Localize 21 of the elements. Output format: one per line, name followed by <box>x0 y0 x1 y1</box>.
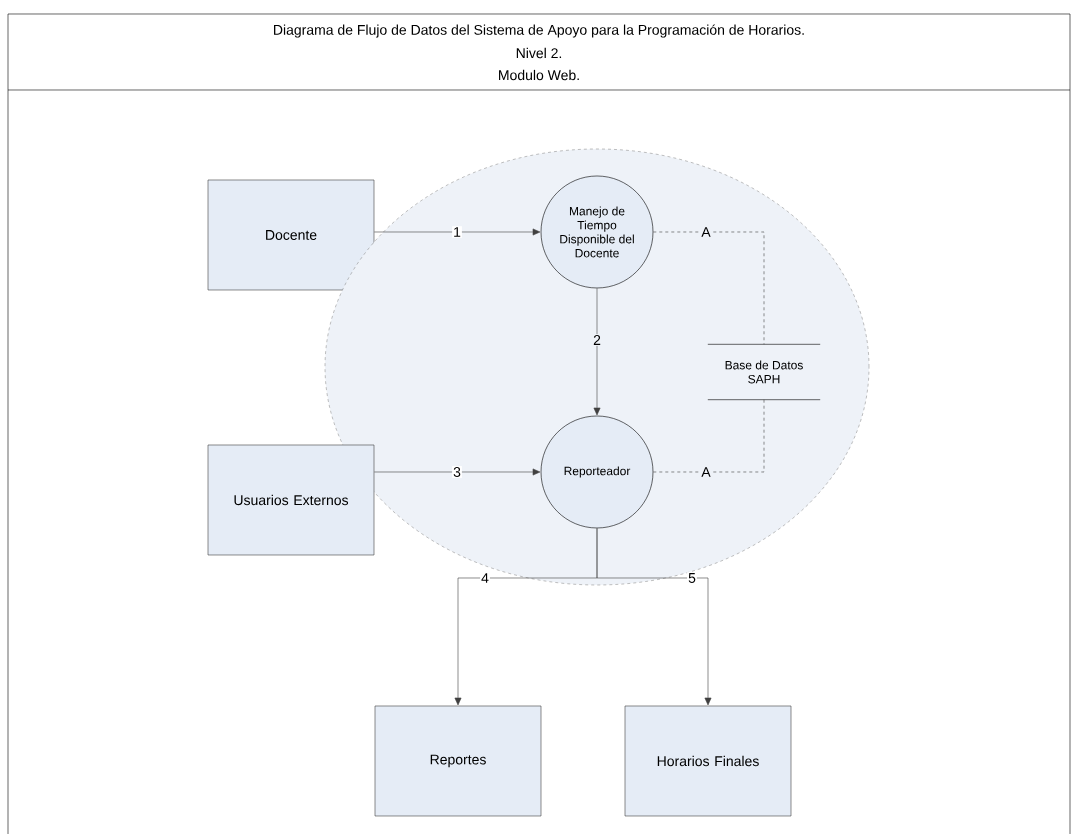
entity-box: Usuarios Externos <box>207 444 375 556</box>
data-flow-line <box>653 231 765 345</box>
entity-box: Horarios Finales <box>624 705 792 817</box>
data-flow-arrow <box>596 528 712 706</box>
edge-label: 5 <box>687 572 697 584</box>
entity-box: Reportes <box>374 705 542 817</box>
edge-label: 1 <box>452 226 462 238</box>
edge-label: 3 <box>452 466 462 478</box>
entity-box: Docente <box>207 179 375 291</box>
edge-label: 2 <box>592 334 602 346</box>
data-flow-arrow <box>374 468 541 476</box>
edge-label: A <box>700 226 712 238</box>
data-flow-line <box>653 399 765 473</box>
title: Diagrama de Flujo de Datos del Sistema de Apoyo para la Programación de Horarios. <box>274 24 804 38</box>
subtitle: Nivel 2. <box>516 47 562 59</box>
data-flow-arrow <box>374 228 541 236</box>
edge-label: 4 <box>480 572 490 584</box>
subtitle: Modulo Web. <box>499 69 579 81</box>
edge-label: A <box>700 466 712 478</box>
data-store: Base de Datos SAPH <box>707 344 821 400</box>
data-flow-arrow <box>593 288 601 416</box>
